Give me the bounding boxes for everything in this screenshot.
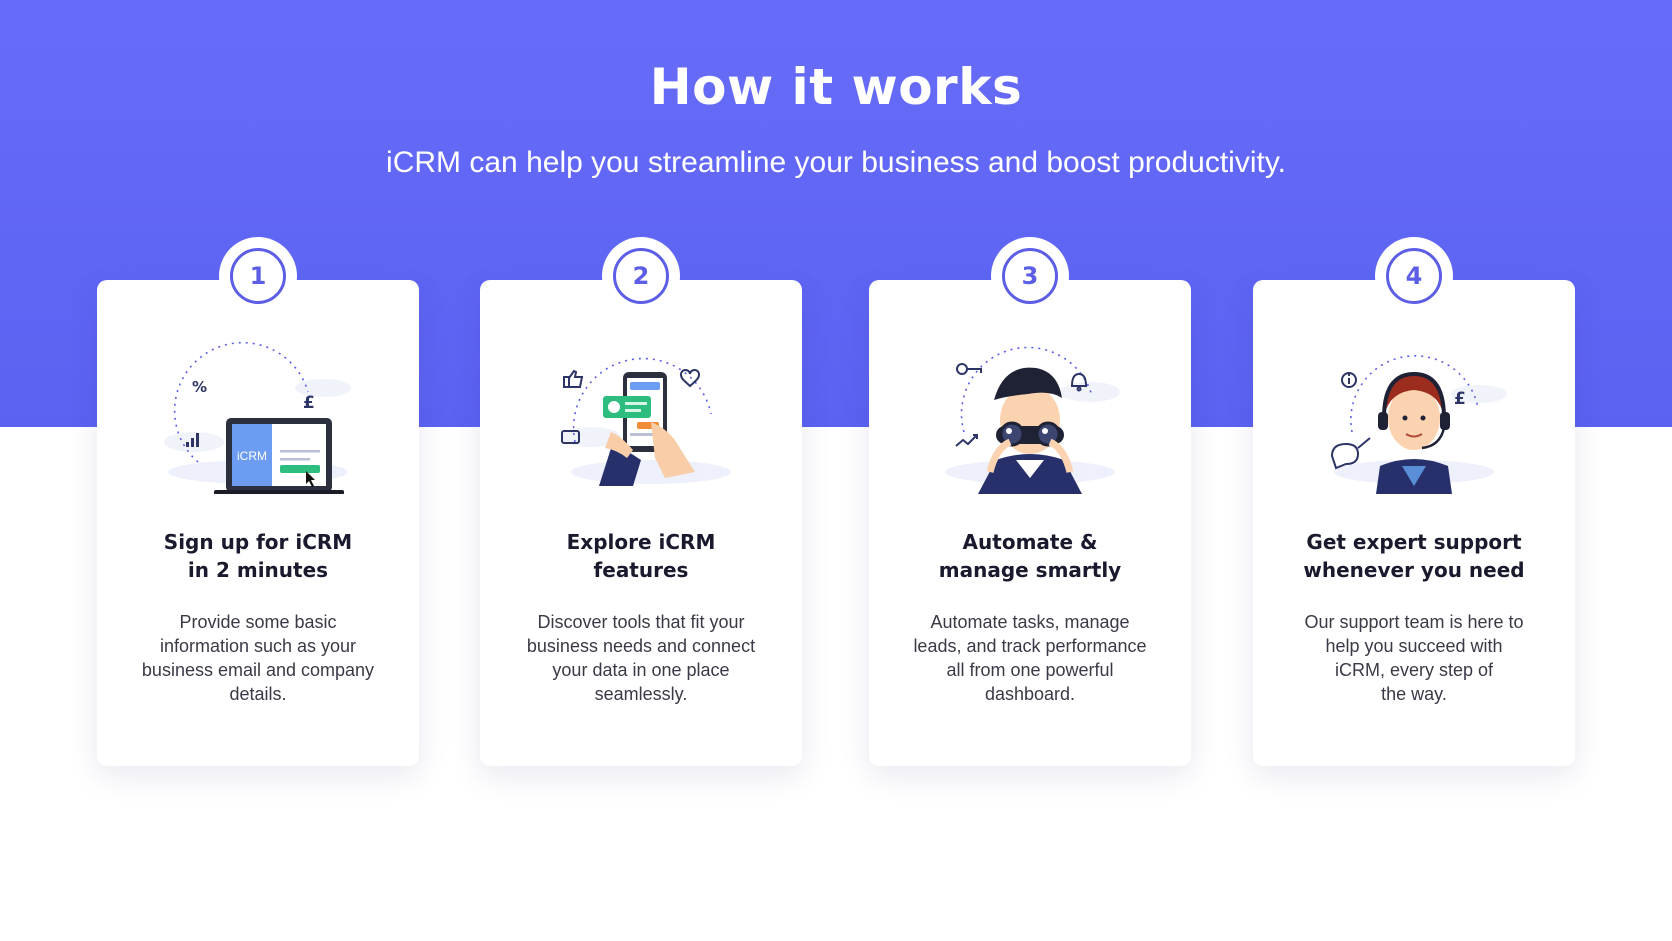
- hand-icon: [599, 422, 695, 486]
- svg-text:£: £: [303, 393, 315, 413]
- svg-text:£: £: [1454, 389, 1466, 409]
- laptop-icon: iCRM: [214, 418, 344, 494]
- pound-icon: £: [1454, 389, 1466, 409]
- laptop-signup-illustration: % £ iCRM: [164, 341, 351, 494]
- step-number: 4: [1386, 248, 1442, 304]
- thumbs-up-icon: [563, 369, 584, 388]
- step-number: 2: [613, 248, 669, 304]
- signal-bars-icon: [186, 433, 199, 447]
- step-number-badge: 3: [991, 237, 1069, 315]
- step-number: 3: [1002, 248, 1058, 304]
- chat-icon: [561, 430, 580, 444]
- svg-text:%: %: [192, 378, 207, 396]
- key-icon: [956, 363, 982, 375]
- laptop-screen-label: iCRM: [237, 449, 267, 463]
- step-number-badge: 2: [602, 237, 680, 315]
- trend-up-icon: [955, 434, 978, 447]
- support-agent-headset-illustration: £: [1330, 355, 1507, 494]
- heart-icon: [680, 368, 700, 388]
- page-subtitle: iCRM can help you streamline your busine…: [386, 146, 1286, 179]
- person-icon: [978, 367, 1082, 494]
- percent-icon: %: [192, 378, 207, 396]
- info-icon: [1341, 372, 1357, 388]
- step-title: Automate &manage smartly: [938, 530, 1122, 582]
- pound-icon: £: [303, 393, 315, 413]
- smartphone-icon: [603, 372, 667, 452]
- step-number: 1: [230, 248, 286, 304]
- person-with-binoculars-illustration: [945, 346, 1120, 494]
- chat-bubble-icon: [1330, 437, 1371, 470]
- step-card-3: 3 Automate &manage smartly Automate task…: [869, 237, 1191, 766]
- step-number-badge: 1: [219, 237, 297, 315]
- bell-icon: [1070, 372, 1088, 392]
- page-title: How it works: [649, 58, 1023, 116]
- step-number-badge: 4: [1375, 237, 1453, 315]
- phone-in-hand-illustration: [561, 357, 731, 486]
- support-agent-icon: [1376, 371, 1452, 494]
